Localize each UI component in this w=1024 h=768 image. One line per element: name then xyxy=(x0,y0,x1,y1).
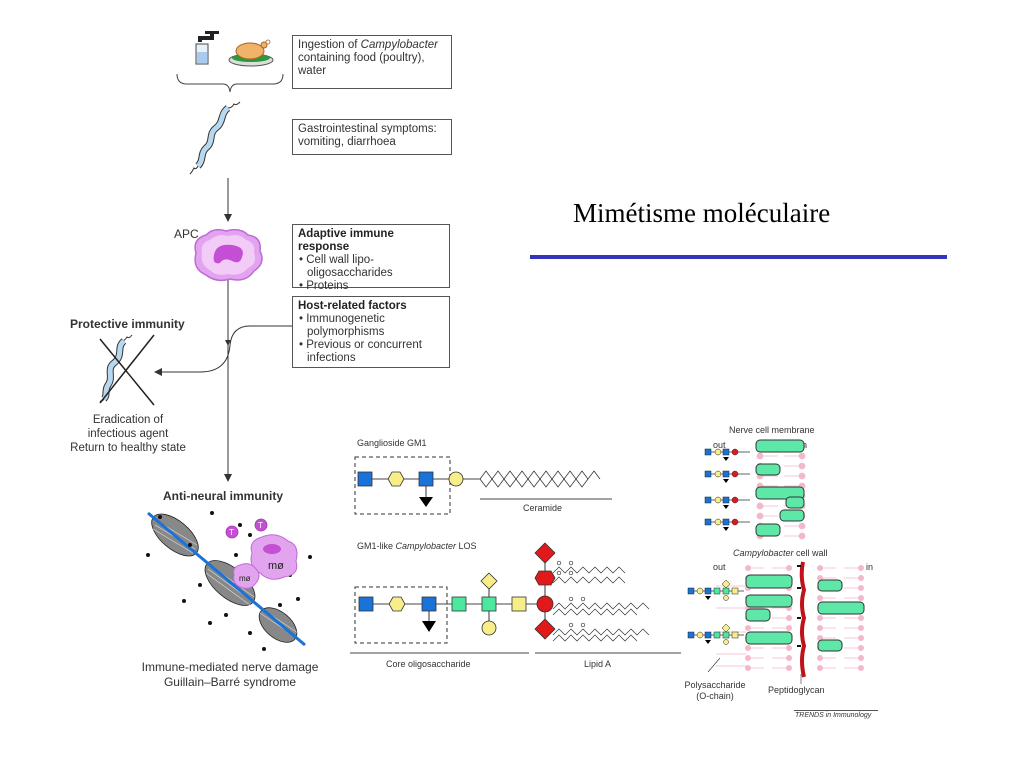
poultry-icon xyxy=(228,39,274,67)
protective-line3: Return to healthy state xyxy=(70,442,186,454)
macrophage-label-large: mø xyxy=(268,560,284,572)
anti-neural-heading: Anti-neural immunity xyxy=(163,489,284,503)
ingestion-line3: water xyxy=(298,65,327,77)
cellwall-title-italic: Campylobacter xyxy=(733,548,794,558)
nerve-out-label: out xyxy=(713,440,726,450)
polysaccharide-line2: (O-chain) xyxy=(696,691,734,701)
protective-line1: Eradication of xyxy=(92,414,164,426)
cellwall-title-suffix: cell wall xyxy=(793,548,828,558)
los-title-prefix: GM1-like xyxy=(357,541,396,551)
brace xyxy=(176,73,284,93)
ceramide-label: Ceramide xyxy=(523,503,563,513)
gi-line1: Gastrointestinal symptoms: xyxy=(298,123,437,135)
peptidoglycan-label: Peptidoglycan xyxy=(768,685,825,695)
host-heading: Host-related factors xyxy=(298,300,407,312)
macrophage-label-small: mø xyxy=(239,574,251,583)
ingestion-italic: Campylobacter xyxy=(360,39,438,51)
ingestion-box: Ingestion of Campylobacter containing fo… xyxy=(292,35,452,89)
adaptive-item-1: • Cell wall lipo-oligosaccharides xyxy=(299,254,393,279)
adaptive-immune-box: Adaptive immune response • Cell wall lip… xyxy=(292,224,450,292)
gm1-title: Ganglioside GM1 xyxy=(357,438,427,448)
lipid-a-label: Lipid A xyxy=(584,659,612,669)
title-underline xyxy=(530,255,947,259)
cellwall-out-label: out xyxy=(713,562,726,572)
apc-cell-icon xyxy=(194,228,263,282)
campylobacter-bacterium-icon xyxy=(189,101,241,175)
nerve-membrane-title: Nerve cell membrane xyxy=(729,425,815,435)
adaptive-item-2: • Proteins xyxy=(299,280,349,292)
cellwall-title: Campylobacter cell wall xyxy=(733,548,828,558)
crossed-bacterium-icon xyxy=(99,334,155,406)
ingestion-prefix: Ingestion of xyxy=(298,39,361,51)
nerve-damage-illustration: mø mø T T xyxy=(146,511,312,651)
gi-symptoms-box: Gastrointestinal symptoms: vomiting, dia… xyxy=(292,119,452,155)
apc-label: APC xyxy=(174,227,199,241)
source-rule xyxy=(794,710,878,711)
los-structure xyxy=(350,542,681,654)
slide-title: Mimétisme moléculaire xyxy=(573,198,831,228)
source-credit: TRENDS in Immunology xyxy=(795,712,872,719)
los-title-suffix: LOS xyxy=(456,541,477,551)
nerve-damage-caption: Immune-mediated nerve damage Guillain–Ba… xyxy=(125,660,335,690)
host-item-1: • Immunogenetic polymorphisms xyxy=(299,313,385,338)
water-tap-icon xyxy=(195,31,219,65)
host-item-2: • Previous or concurrent infections xyxy=(299,339,422,364)
los-title: GM1-like Campylobacter LOS xyxy=(357,541,477,551)
t-cell-label-2: T xyxy=(258,521,263,530)
protective-immunity-heading: Protective immunity xyxy=(70,317,185,331)
cellwall-diagram xyxy=(687,561,865,684)
los-title-italic: Campylobacter xyxy=(395,541,457,551)
nerve-membrane-diagram xyxy=(704,439,806,540)
polysaccharide-label: Polysaccharide (O-chain) xyxy=(680,680,750,702)
polysaccharide-line1: Polysaccharide xyxy=(684,680,746,690)
nerve-damage-line1: Immune-mediated nerve damage xyxy=(141,660,319,674)
protective-line2: infectious agent xyxy=(87,428,169,440)
nerve-damage-line2: Guillain–Barré syndrome xyxy=(163,675,297,689)
t-cell-label-1: T xyxy=(229,528,234,537)
core-oligosaccharide-label: Core oligosaccharide xyxy=(386,659,471,669)
host-factors-box: Host-related factors • Immunogenetic pol… xyxy=(292,296,450,368)
adaptive-heading: Adaptive immune response xyxy=(298,228,394,253)
cellwall-in-label: in xyxy=(866,562,874,572)
ingestion-line2: containing food (poultry), xyxy=(298,52,425,64)
gi-line2: vomiting, diarrhoea xyxy=(298,136,396,148)
protective-outcome: Eradication of infectious agent Return t… xyxy=(58,413,198,455)
gm1-structure xyxy=(354,456,612,515)
